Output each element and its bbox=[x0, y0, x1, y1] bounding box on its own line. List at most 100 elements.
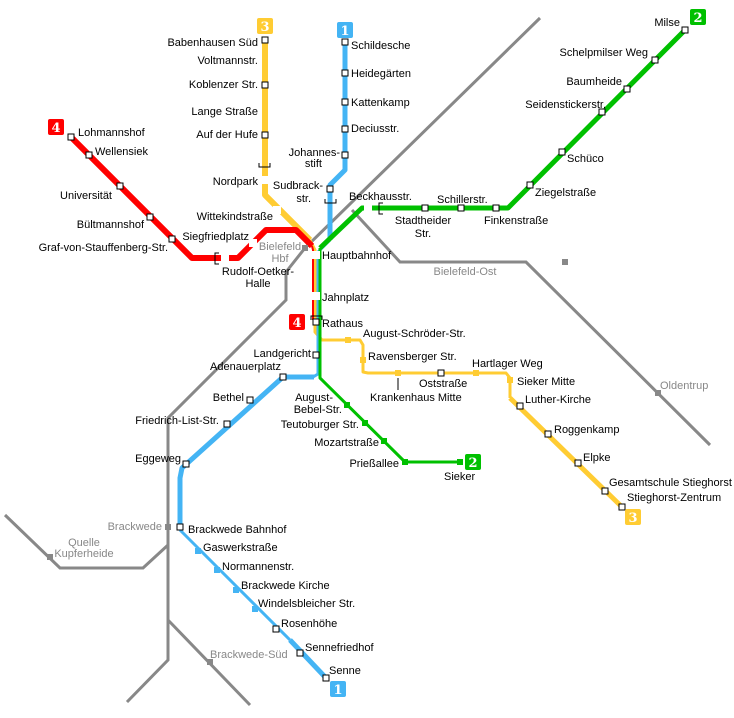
station-marker[interactable] bbox=[360, 357, 366, 363]
station-marker[interactable] bbox=[526, 181, 534, 189]
station-marker[interactable] bbox=[457, 459, 463, 465]
line-3-badge[interactable]: 3 bbox=[257, 18, 273, 35]
station-marker[interactable] bbox=[168, 235, 176, 243]
station-label: Bethel bbox=[213, 392, 244, 404]
station-marker[interactable] bbox=[326, 185, 334, 193]
station-marker[interactable] bbox=[437, 369, 445, 377]
station-marker[interactable] bbox=[344, 402, 350, 408]
station-marker[interactable] bbox=[176, 523, 184, 531]
station-label: Hauptbahnhof bbox=[322, 250, 392, 262]
station-marker[interactable] bbox=[341, 151, 349, 159]
station-marker[interactable] bbox=[302, 245, 308, 251]
station-marker[interactable] bbox=[195, 548, 201, 554]
station-marker[interactable] bbox=[681, 26, 689, 34]
station-label: Schildesche bbox=[351, 40, 410, 52]
station-marker[interactable] bbox=[362, 420, 368, 426]
station-label: Rosenhöhe bbox=[281, 618, 337, 630]
station-marker[interactable] bbox=[273, 206, 281, 214]
station-marker[interactable] bbox=[279, 373, 287, 381]
station-marker[interactable] bbox=[262, 58, 268, 64]
line-3-route-south bbox=[308, 239, 512, 398]
station-marker[interactable] bbox=[544, 430, 552, 438]
station-marker[interactable] bbox=[312, 292, 320, 300]
station-marker[interactable] bbox=[233, 587, 239, 593]
station-marker[interactable] bbox=[341, 125, 349, 133]
station-label: Jahnplatz bbox=[322, 292, 369, 304]
station-label: Voltmannstr. bbox=[197, 55, 258, 67]
station-marker[interactable] bbox=[312, 251, 320, 259]
station-marker[interactable] bbox=[651, 56, 659, 64]
station-marker[interactable] bbox=[47, 554, 53, 560]
line-4-badge[interactable]: 4 bbox=[48, 119, 64, 136]
station-marker[interactable] bbox=[207, 659, 213, 665]
station-marker[interactable] bbox=[558, 148, 566, 156]
station-marker[interactable] bbox=[562, 259, 568, 265]
station-marker[interactable] bbox=[249, 239, 257, 247]
station-label: Sennefriedhof bbox=[305, 642, 374, 654]
station-marker[interactable] bbox=[261, 176, 269, 184]
station-marker[interactable] bbox=[516, 402, 524, 410]
station-marker[interactable] bbox=[473, 370, 479, 376]
station-label: Beckhausstr. bbox=[349, 191, 412, 203]
station-marker[interactable] bbox=[341, 98, 349, 106]
line-2-badge[interactable]: 2 bbox=[690, 9, 706, 26]
station-marker[interactable] bbox=[421, 204, 429, 212]
station-marker[interactable] bbox=[272, 625, 280, 633]
station-marker[interactable] bbox=[341, 69, 349, 77]
station-marker[interactable] bbox=[395, 370, 401, 376]
station-marker[interactable] bbox=[165, 524, 171, 530]
station-marker[interactable] bbox=[492, 204, 500, 212]
station-marker[interactable] bbox=[601, 487, 609, 495]
station-marker[interactable] bbox=[322, 674, 330, 682]
station-marker[interactable] bbox=[246, 396, 254, 404]
station-label: Schillerstr. bbox=[437, 194, 488, 206]
station-marker[interactable] bbox=[457, 204, 465, 212]
badge-number: 1 bbox=[340, 24, 349, 39]
station-label: Bebel-Str. bbox=[294, 404, 342, 416]
station-marker[interactable] bbox=[262, 108, 268, 114]
station-marker[interactable] bbox=[214, 567, 220, 573]
badge-background bbox=[690, 9, 706, 25]
station-marker[interactable] bbox=[312, 351, 320, 359]
line-3-badge[interactable]: 3 bbox=[625, 509, 641, 526]
station-marker[interactable] bbox=[655, 390, 661, 396]
station-marker[interactable] bbox=[182, 460, 190, 468]
line-2-badge[interactable]: 2 bbox=[465, 454, 481, 471]
station-marker[interactable] bbox=[85, 151, 93, 159]
station-marker[interactable] bbox=[261, 131, 269, 139]
line-1-badge[interactable]: 1 bbox=[337, 22, 353, 39]
station-label: Eggeweg bbox=[135, 453, 181, 465]
station-label: Sieker Mitte bbox=[517, 376, 575, 388]
station-marker[interactable] bbox=[252, 606, 258, 612]
station-marker[interactable] bbox=[364, 204, 372, 212]
station-marker[interactable] bbox=[312, 318, 320, 326]
station-marker[interactable] bbox=[116, 182, 124, 190]
line-4-badge[interactable]: 4 bbox=[289, 314, 305, 331]
station-marker[interactable] bbox=[402, 459, 408, 465]
station-marker[interactable] bbox=[381, 438, 387, 444]
station-marker[interactable] bbox=[341, 38, 349, 46]
station-marker[interactable] bbox=[623, 85, 631, 93]
station-marker[interactable] bbox=[507, 377, 513, 383]
station-marker[interactable] bbox=[261, 36, 269, 44]
station-label: Ziegelstraße bbox=[535, 187, 596, 199]
station-label: Universität bbox=[60, 190, 112, 202]
badge-number: 4 bbox=[51, 121, 60, 136]
badge-number: 2 bbox=[468, 456, 477, 471]
station-marker[interactable] bbox=[598, 108, 606, 116]
station-label: Mozartstraße bbox=[314, 437, 379, 449]
line-1-badge[interactable]: 1 bbox=[330, 681, 346, 698]
station-marker[interactable] bbox=[296, 649, 304, 657]
station-label: Elpke bbox=[583, 452, 611, 464]
station-marker[interactable] bbox=[146, 213, 154, 221]
station-marker[interactable] bbox=[221, 254, 229, 262]
badge-background bbox=[330, 681, 346, 697]
station-marker[interactable] bbox=[223, 420, 231, 428]
station-marker[interactable] bbox=[618, 503, 626, 511]
station-marker[interactable] bbox=[574, 459, 582, 467]
station-marker[interactable] bbox=[345, 337, 351, 343]
station-marker[interactable] bbox=[67, 133, 75, 141]
station-marker[interactable] bbox=[261, 81, 269, 89]
